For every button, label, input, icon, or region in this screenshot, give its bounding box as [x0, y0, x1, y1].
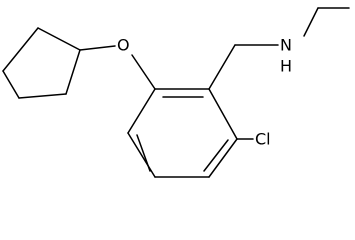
bond — [131, 54, 156, 90]
aromatic-inner-bond — [203, 139, 229, 172]
chlorine-atom-label: Cl — [255, 130, 271, 149]
aromatic-inner-bond — [136, 134, 151, 172]
bond — [79, 45, 116, 51]
bond — [127, 88, 156, 134]
cyclopentyl-ring — [2, 27, 81, 99]
molecule-structure: O N H Cl — [2, 7, 350, 178]
bond — [37, 27, 81, 51]
bond — [208, 44, 236, 90]
oxygen-atom-label: O — [117, 36, 130, 55]
bond — [2, 27, 39, 72]
hydrogen-atom-label: H — [280, 57, 292, 76]
bond — [208, 88, 238, 140]
bond — [208, 138, 238, 178]
nitrogen-atom-label: N — [280, 36, 292, 55]
bond — [2, 70, 20, 99]
ether-linkage — [79, 45, 156, 90]
bond — [127, 132, 156, 178]
bond — [303, 7, 319, 37]
bond — [18, 93, 67, 99]
benzene-ring — [127, 88, 238, 178]
bond — [65, 49, 81, 95]
aminomethyl-chain — [208, 7, 350, 90]
